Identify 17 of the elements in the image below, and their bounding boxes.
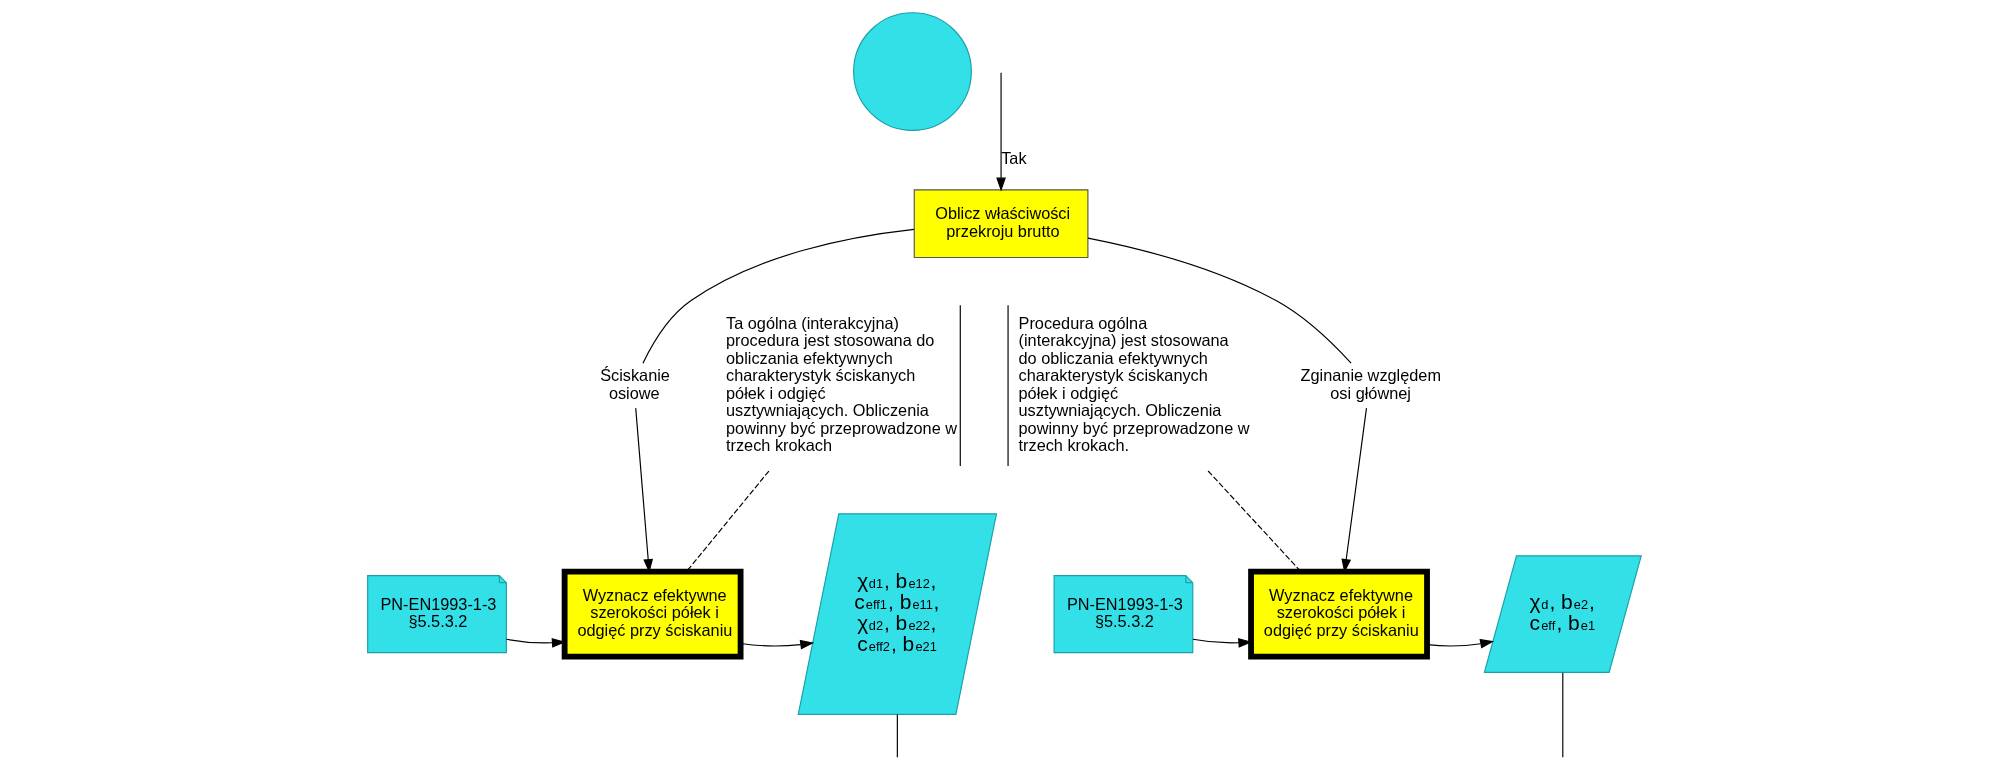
node-circle	[853, 12, 972, 132]
node-text: Ściskanie osiowe	[600, 366, 670, 402]
connector	[1562, 672, 1564, 758]
arrow	[740, 639, 815, 650]
node-text: Ta ogólna (interakcyjna) procedura jest stosowana do obliczania efektywnych charakterystyk ściskanych półek i odgięć usztywniających. Obliczenia powinny być przeprowadzone w trzech krokach	[726, 313, 958, 455]
connector	[686, 470, 770, 572]
node-box: Wyznacz efektywne szerokości półek i odgięć przy ściskaniu	[1248, 568, 1430, 660]
arrow	[996, 72, 1006, 192]
arrow	[1426, 638, 1495, 649]
connector	[896, 713, 898, 758]
node-box: Wyznacz efektywne szerokości półek i odgięć przy ściskaniu	[561, 568, 744, 660]
connector	[1087, 237, 1352, 364]
node-text: Procedura ogólna (interakcyjna) jest stosowana do obliczania efektywnych charakterystyk ściskanych półek i odgięć usztywniających. Obliczenia powinny być przeprowadzone w trzech krokach.	[1018, 313, 1250, 455]
node-text: Zginanie względem osi głównej	[1300, 366, 1441, 402]
connector	[1207, 470, 1302, 572]
node-box: Oblicz właściwości przekroju brutto	[913, 189, 1089, 259]
connector	[642, 228, 915, 364]
